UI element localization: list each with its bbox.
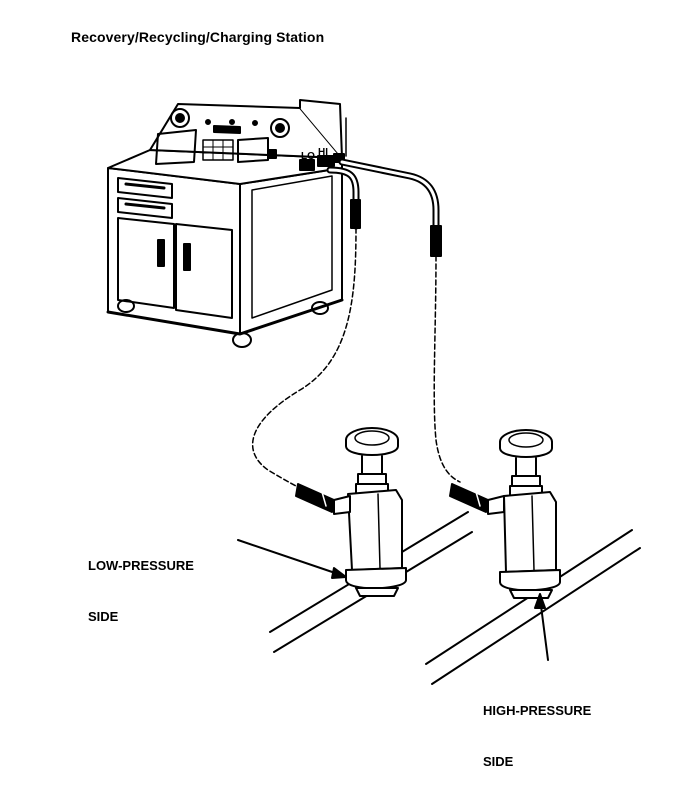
lo-marking: LO (301, 151, 315, 162)
high-pressure-hose (338, 158, 461, 483)
high-pressure-arrow (534, 593, 549, 661)
diagram-page: Recovery/Recycling/Charging Station (71, 29, 641, 769)
recovery-station-cabinet (106, 99, 347, 348)
low-pressure-label-line1: LOW-PRESSURE (88, 558, 194, 573)
high-pressure-label-line2: SIDE (483, 754, 514, 769)
hose-couplers (299, 153, 345, 171)
high-pressure-fitting (449, 429, 561, 599)
low-pressure-fitting (295, 427, 407, 597)
low-pressure-side-label: LOW-PRESSURE SIDE (88, 523, 194, 659)
diagram-title: Recovery/Recycling/Charging Station (71, 29, 325, 45)
high-pressure-label-line1: HIGH-PRESSURE (483, 703, 592, 718)
high-pressure-side-label: HIGH-PRESSURE SIDE (483, 668, 591, 804)
rail-lines (269, 511, 641, 685)
low-pressure-hose (251, 166, 361, 489)
station-illustration: LO HI (106, 99, 641, 685)
low-pressure-label-line2: SIDE (88, 609, 119, 624)
hi-marking: HI (318, 147, 328, 158)
low-pressure-arrow (237, 539, 347, 579)
